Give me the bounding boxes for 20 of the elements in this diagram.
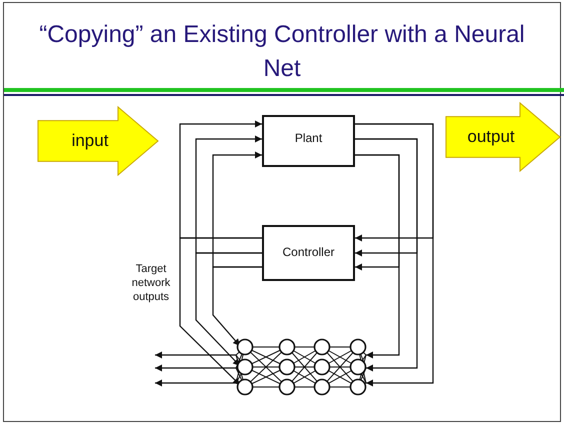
arrow	[155, 380, 236, 386]
arrow	[155, 364, 236, 372]
arrow	[179, 237, 262, 386]
arrow	[179, 120, 262, 239]
block-label: Controller	[282, 245, 335, 259]
arrow-label: output	[467, 127, 515, 147]
arrow	[355, 138, 418, 372]
block-label: Plant	[294, 131, 322, 145]
annotation: Target network outputs	[130, 262, 172, 304]
arrow	[355, 154, 400, 358]
arrow	[355, 123, 434, 386]
arrow	[212, 152, 262, 268]
arrow	[195, 252, 262, 366]
arrow	[212, 266, 262, 346]
arrow	[155, 352, 236, 358]
slide-title: “Copying” an Existing Controller with a Neural Net	[38, 20, 526, 84]
arrow-label: input	[72, 131, 108, 151]
arrow	[195, 136, 262, 254]
process-box	[262, 225, 355, 281]
process-box	[262, 115, 355, 167]
